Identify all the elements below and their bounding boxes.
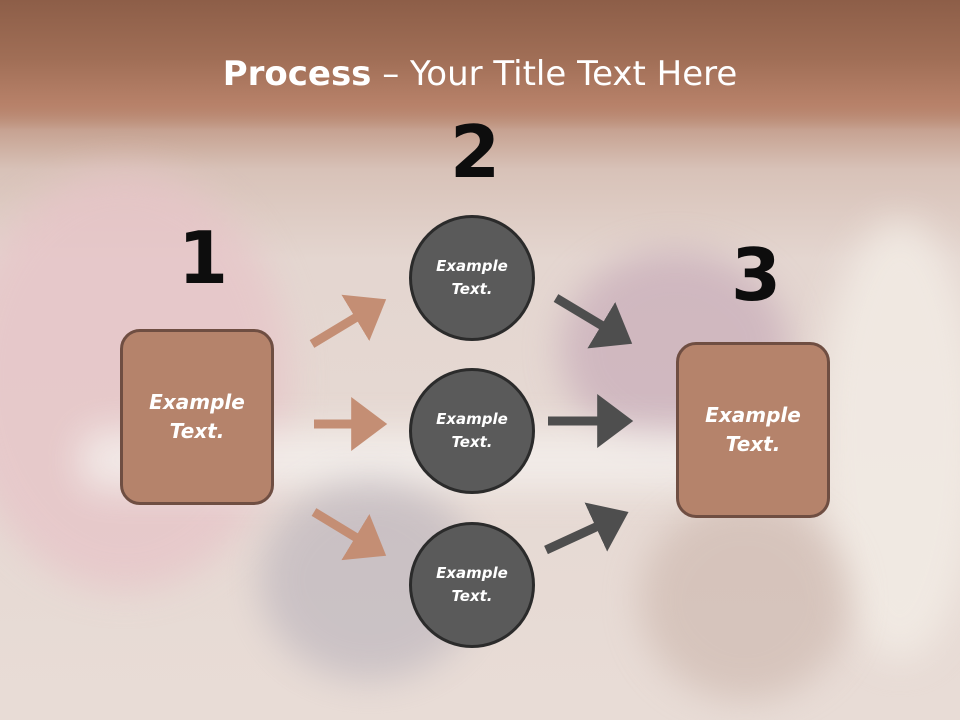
arrow-from-circle-bottom — [544, 502, 629, 555]
circle-bottom-text: Example Text. — [436, 564, 508, 605]
step-number-1: 1 — [178, 216, 229, 300]
step-1-box[interactable]: Example Text. — [120, 329, 274, 505]
circle-top[interactable]: Example Text. — [409, 215, 535, 341]
arrow-from-circle-top — [553, 294, 633, 349]
circle-middle[interactable]: Example Text. — [409, 368, 535, 494]
step-number-2: 2 — [450, 110, 501, 194]
step-1-text: Example Text. — [149, 390, 245, 443]
title-bold: Process — [222, 54, 372, 94]
circle-top-text: Example Text. — [436, 257, 508, 298]
title-band — [0, 0, 960, 130]
step-number-3: 3 — [731, 233, 782, 317]
circle-middle-text: Example Text. — [436, 410, 508, 451]
step-3-box[interactable]: Example Text. — [676, 342, 830, 518]
background-photo-person — [640, 500, 850, 700]
step-3-text: Example Text. — [705, 403, 801, 456]
circle-bottom[interactable]: Example Text. — [409, 522, 535, 648]
arrow-to-circle-bottom — [311, 508, 387, 561]
slide-title: Process – Your Title Text Here — [0, 52, 960, 96]
arrow-to-circle-top — [309, 294, 387, 348]
title-rest: – Your Title Text Here — [371, 54, 738, 94]
